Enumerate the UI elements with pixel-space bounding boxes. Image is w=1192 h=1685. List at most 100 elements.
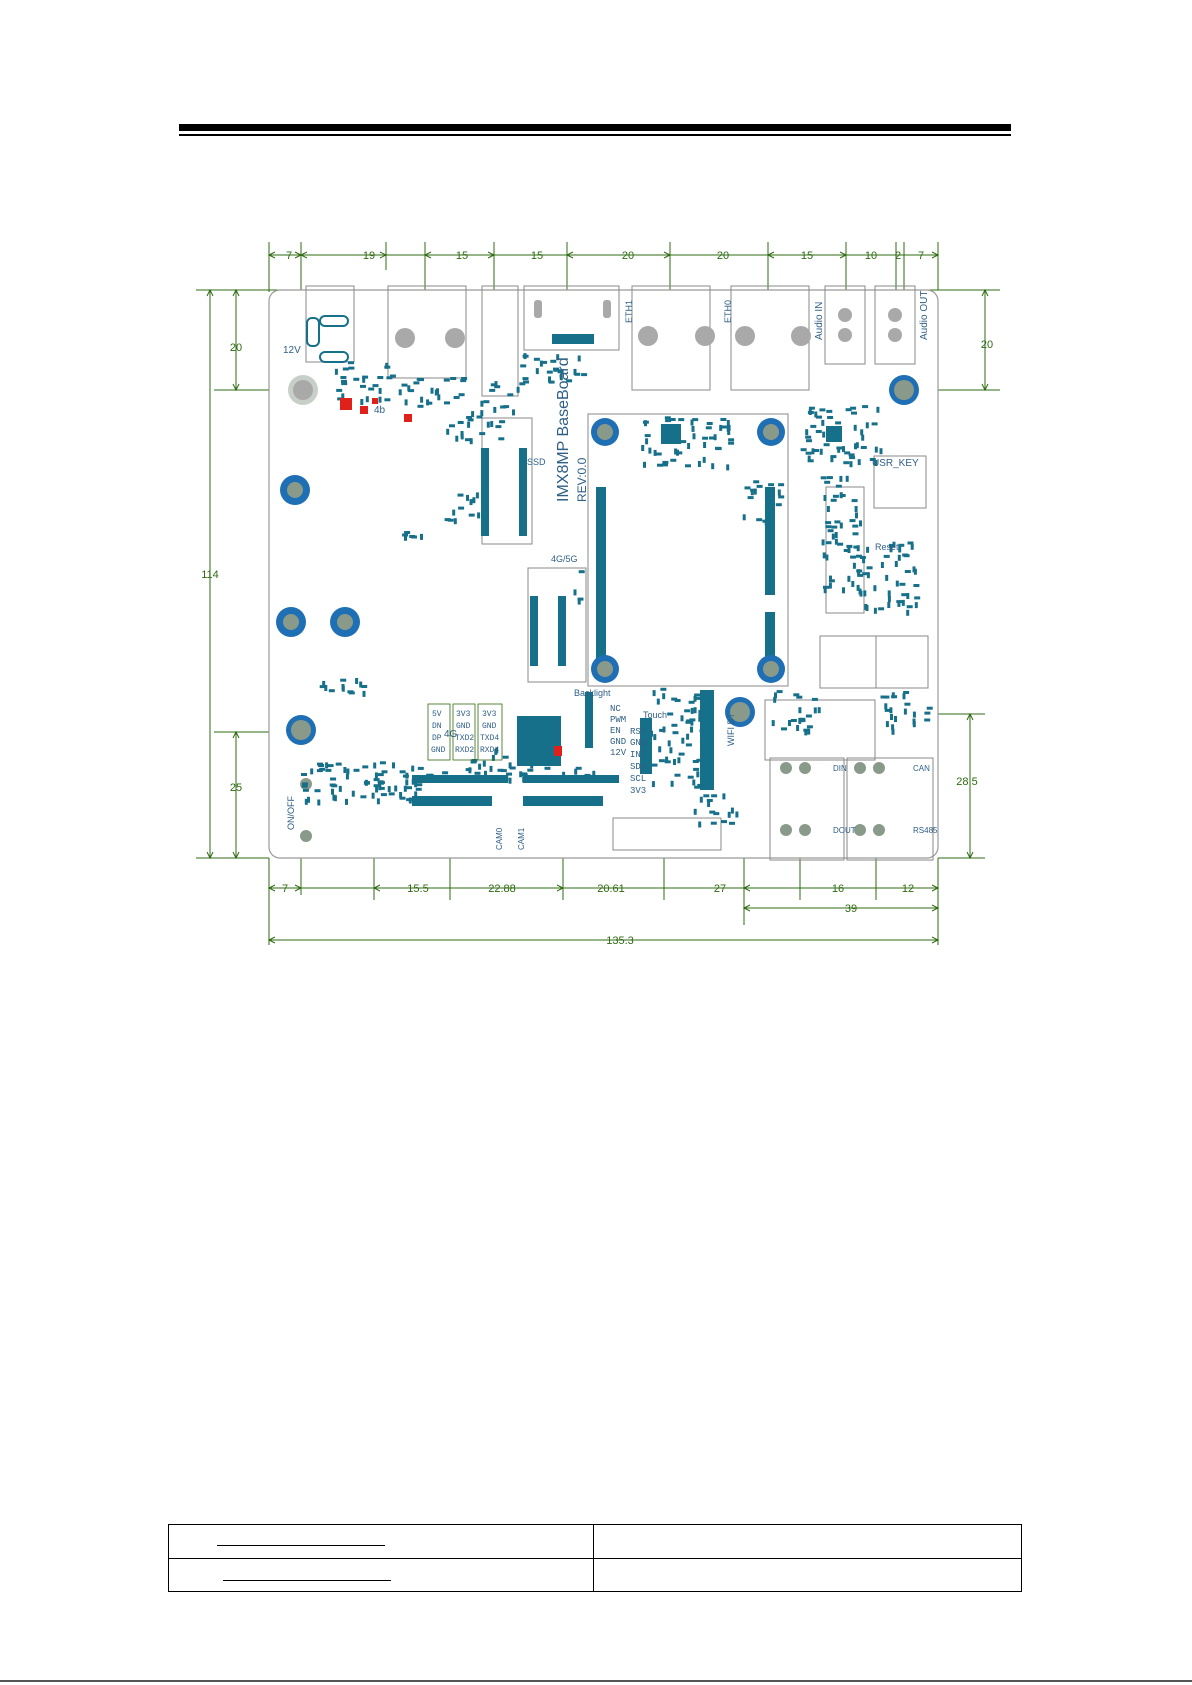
smd-part [903,708,907,715]
smd-part [662,693,666,700]
left-top-dim: 20 [230,342,242,354]
smd-part [790,719,797,722]
smd-part [516,386,520,393]
smd-part [825,554,829,561]
j17-header [523,775,619,783]
bottom-dim-1: 7 [282,883,288,895]
smd-part [856,584,860,591]
top-dim-4: 15 [531,250,543,262]
smd-part [826,506,830,512]
smd-part [584,773,591,777]
smd-part [730,807,734,814]
smd-part [384,398,391,402]
smd-part [325,768,332,772]
smd-part [363,781,370,785]
smd-part [426,773,433,777]
smd-part [678,418,685,422]
smd-part [581,373,588,377]
smd-part [521,773,528,777]
smd-part [506,772,512,776]
smd-part [402,533,409,537]
smd-part [862,557,866,564]
smd-part [834,538,838,545]
smd-part [848,453,855,457]
smd-part [418,378,424,382]
touch-pin-4: SDA [630,762,647,772]
smd-part [671,427,678,431]
smd-part [831,533,835,540]
smd-part [355,678,359,684]
smd-part [694,693,701,697]
smd-part [446,428,450,435]
som-hole-1 [591,418,619,446]
smd-part [643,461,646,468]
smd-part [855,512,858,519]
smd-part [926,706,933,710]
smd-part [880,695,887,699]
smd-part [753,480,760,484]
smd-part [678,752,685,756]
touch-pin-6: 3V3 [630,786,646,796]
lte-connector-left [530,596,538,666]
smd-part [825,541,832,545]
smd-part [508,762,512,769]
smd-part [727,811,731,818]
smd-part [360,795,367,799]
smd-part [452,509,456,516]
smd-part [575,766,582,770]
uart-a-1: 5V [432,710,442,719]
smd-part [519,382,526,386]
smd-part [894,716,897,722]
smd-part [378,396,382,403]
smd-part [816,415,822,419]
smd-part [711,463,715,470]
smd-part [810,424,817,428]
smd-part [479,432,486,436]
dimension-arrowhead [766,251,775,259]
smd-part [705,426,712,430]
smd-part [826,409,833,413]
smd-part [753,488,757,495]
smd-part [304,798,308,805]
smd-part [345,798,348,805]
smd-part [687,775,694,779]
side-dimension-labels: 114 20 25 20 28.5 [201,339,993,794]
dimension-arrowhead [931,884,940,892]
footer-page-rule [0,1680,1192,1682]
smd-part [430,773,434,780]
label-wifi-bt: WIFI BT [726,713,736,746]
dimension-arrowhead [372,884,381,892]
smd-part [696,758,703,762]
smd-part [405,779,409,786]
smd-part [852,524,859,528]
dimension-arrowhead [232,288,240,297]
din-block-outline [769,757,845,861]
smd-part [773,696,777,703]
smd-part [796,725,800,731]
smd-part [778,483,785,487]
smd-part [688,700,695,704]
smd-part [694,785,701,789]
smd-part [573,368,577,375]
top-dim-1: 7 [286,250,292,262]
smd-part [656,698,660,705]
smd-part [471,759,478,762]
dimension-arrowhead [931,251,940,259]
smd-part [512,409,515,416]
label-reset: Reset [875,542,899,552]
smd-part [866,572,870,579]
mh-blue-3 [330,607,360,637]
dimension-arrowhead [379,251,388,259]
uart-c-2: GND [482,722,497,731]
smd-part [374,772,378,779]
smd-part [860,446,867,449]
smd-part [823,587,827,594]
ssd-connector-right [519,448,527,536]
label-lte: 4G/5G [551,554,578,564]
smd-part [835,484,842,488]
smd-components [301,353,933,828]
smd-part [891,724,895,731]
smd-part [709,734,713,741]
smd-part [484,770,487,777]
smd-part [805,451,812,455]
